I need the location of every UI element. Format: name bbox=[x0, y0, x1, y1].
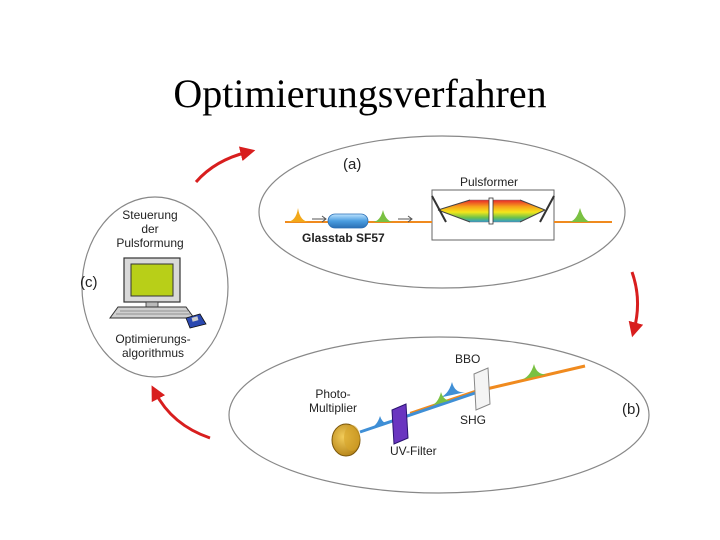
floppy-disk-icon bbox=[185, 313, 207, 329]
bbo-crystal-icon bbox=[473, 367, 491, 411]
cycle-arrow-bottom bbox=[151, 385, 211, 440]
algorithmus-label-1: Optimierungs- bbox=[115, 332, 190, 346]
photomultiplier-label-2: Multiplier bbox=[309, 401, 357, 415]
pulse-icon bbox=[438, 382, 466, 398]
steuerung-label-1: Steuerung bbox=[122, 208, 177, 222]
section-b-label: (b) bbox=[622, 401, 640, 418]
glasstab-label: Glasstab SF57 bbox=[302, 231, 385, 245]
photomultiplier-label-1: Photo- bbox=[315, 387, 350, 401]
shg-label: SHG bbox=[460, 413, 486, 427]
algorithmus-label-2: algorithmus bbox=[122, 346, 184, 360]
pulse-icon bbox=[430, 392, 452, 406]
steuerung-label-2: der bbox=[141, 222, 158, 236]
pulse-icon bbox=[370, 416, 390, 428]
uv-filter-label: UV-Filter bbox=[390, 444, 437, 458]
steuerung-label-3: Pulsformung bbox=[116, 236, 183, 250]
section-c-ellipse bbox=[81, 196, 229, 378]
pulse-icon bbox=[372, 210, 394, 222]
pulse-icon bbox=[568, 208, 592, 222]
bbo-label: BBO bbox=[455, 352, 480, 366]
section-b-ellipse bbox=[228, 336, 650, 494]
section-a-label: (a) bbox=[343, 156, 361, 173]
uv-filter-icon bbox=[391, 403, 409, 445]
cycle-arrow-top bbox=[194, 146, 256, 183]
pulsformer-label: Pulsformer bbox=[460, 175, 518, 189]
photomultiplier-icon bbox=[331, 423, 361, 457]
computer-icon bbox=[109, 257, 195, 319]
pulse-icon bbox=[520, 364, 548, 380]
page-title: Optimierungsverfahren bbox=[173, 71, 547, 116]
pulse-shaper-icon bbox=[431, 189, 555, 241]
cycle-arrow-right bbox=[628, 271, 644, 338]
section-c-label: (c) bbox=[80, 274, 98, 291]
glass-rod-icon bbox=[327, 213, 369, 229]
beam-b-orange bbox=[481, 364, 586, 392]
pulse-icon bbox=[286, 208, 310, 222]
section-a-ellipse bbox=[258, 135, 626, 289]
